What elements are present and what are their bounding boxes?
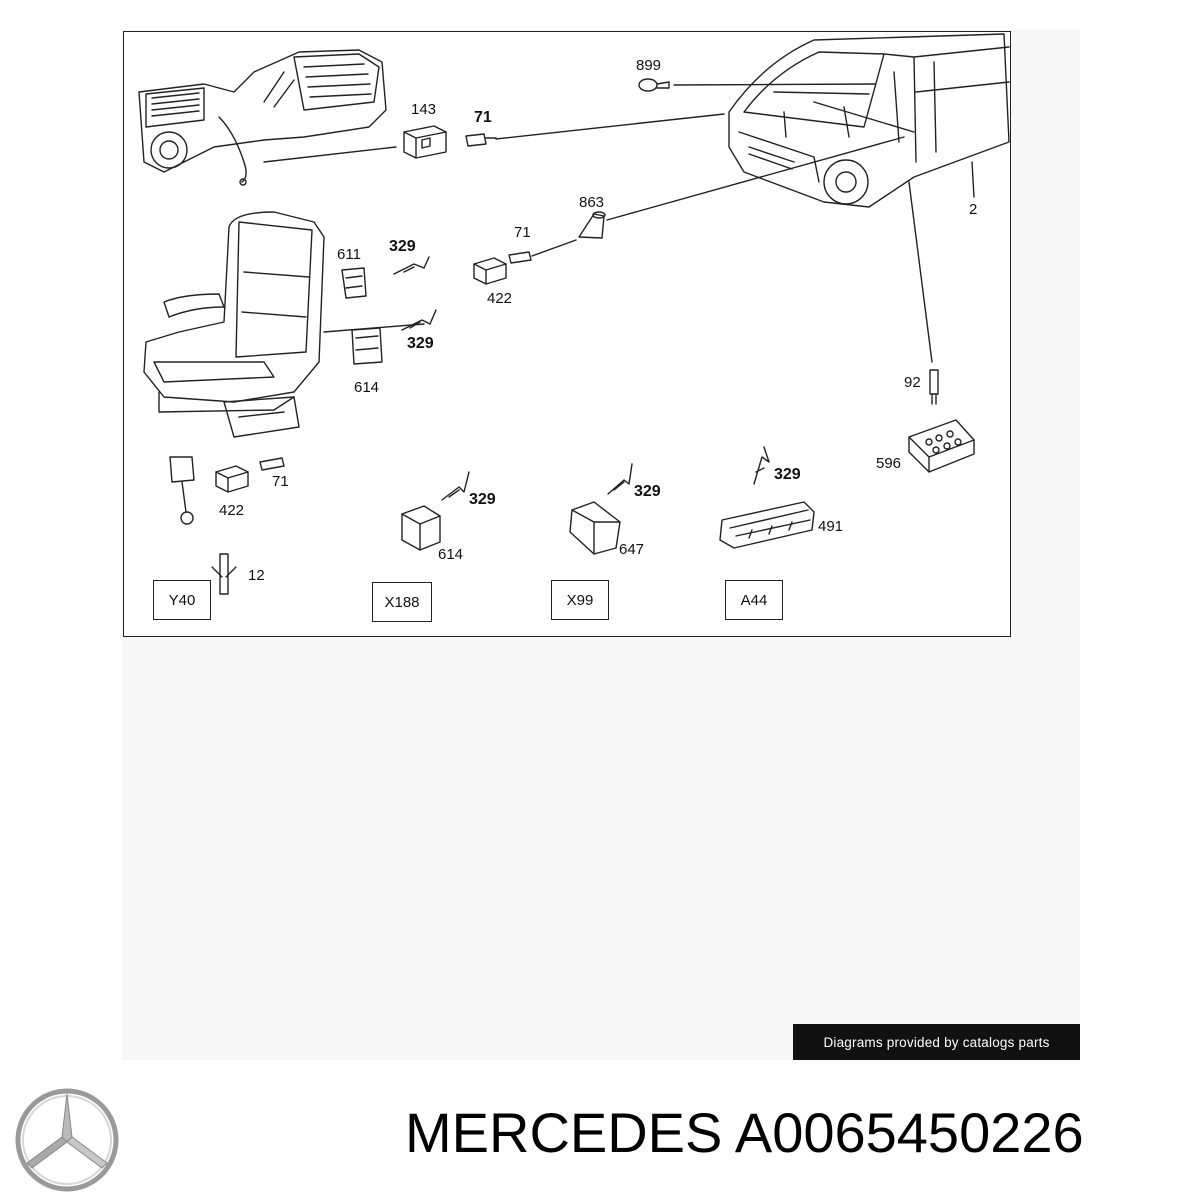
- parts-diagram: 899 143 71 863 2 611 329 71 422 329 614 …: [123, 31, 1011, 637]
- connector-422-low-drawing: [215, 465, 249, 493]
- callout-12: 12: [248, 567, 265, 584]
- connector-614-mid-drawing: [401, 505, 441, 551]
- connector-611-drawing: [341, 267, 367, 299]
- hvac-unit-drawing: [138, 49, 387, 186]
- callout-71-top: 71: [474, 109, 492, 126]
- terminal-329-d-drawing: [607, 463, 633, 495]
- callout-71-mid: 71: [514, 224, 531, 241]
- part-title: MERCEDES A0065450226: [405, 1101, 1084, 1164]
- callout-329-c: 329: [469, 491, 496, 508]
- connector-596-drawing: [908, 419, 975, 473]
- callout-596: 596: [876, 455, 902, 472]
- pin-71-low-drawing: [259, 457, 285, 471]
- connector-422-mid-drawing: [473, 257, 507, 285]
- connector-614-left-drawing: [351, 327, 383, 365]
- seat-drawing: [143, 211, 325, 438]
- connector-143-drawing: [403, 125, 497, 159]
- connector-647-drawing: [569, 501, 621, 555]
- callout-863: 863: [579, 194, 605, 211]
- terminal-329-b-drawing: [401, 309, 437, 331]
- terminal-329-c-drawing: [441, 471, 470, 501]
- group-label-x99: X99: [551, 580, 609, 620]
- callout-422-mid: 422: [487, 290, 513, 307]
- credit-badge: Diagrams provided by catalogs parts: [793, 1024, 1080, 1060]
- valve-12-drawing: [211, 553, 237, 595]
- belt-buckle-drawing: [169, 456, 195, 525]
- callout-614-mid: 614: [438, 546, 464, 563]
- callout-899: 899: [636, 57, 662, 74]
- group-label-x188: X188: [372, 582, 432, 622]
- terminal-329-a-drawing: [393, 256, 430, 275]
- diagram-drawing: [138, 33, 1010, 595]
- ring-terminal-899-drawing: [638, 78, 670, 92]
- relay-491-drawing: [719, 501, 815, 549]
- callout-329-d: 329: [634, 483, 661, 500]
- callout-647: 647: [619, 541, 645, 558]
- mercedes-star-icon: [15, 1088, 119, 1192]
- terminal-329-e-drawing: [753, 446, 770, 485]
- callout-614-left: 614: [354, 379, 380, 396]
- callout-329-e: 329: [774, 466, 801, 483]
- van-drawing: [728, 33, 1010, 208]
- group-label-a44: A44: [725, 580, 783, 620]
- callout-329-b: 329: [407, 335, 434, 352]
- callout-611: 611: [337, 246, 361, 263]
- callout-329-a: 329: [389, 238, 416, 255]
- callout-71-low: 71: [272, 473, 289, 490]
- pin-71-mid-drawing: [508, 251, 532, 264]
- callout-2: 2: [969, 201, 978, 218]
- callout-491: 491: [818, 518, 844, 535]
- callout-143: 143: [411, 101, 437, 118]
- pin-92-drawing: [929, 369, 939, 405]
- callout-422-low: 422: [219, 502, 245, 519]
- group-label-y40: Y40: [153, 580, 211, 620]
- grommet-863-drawing: [578, 211, 606, 239]
- callout-92: 92: [904, 374, 921, 391]
